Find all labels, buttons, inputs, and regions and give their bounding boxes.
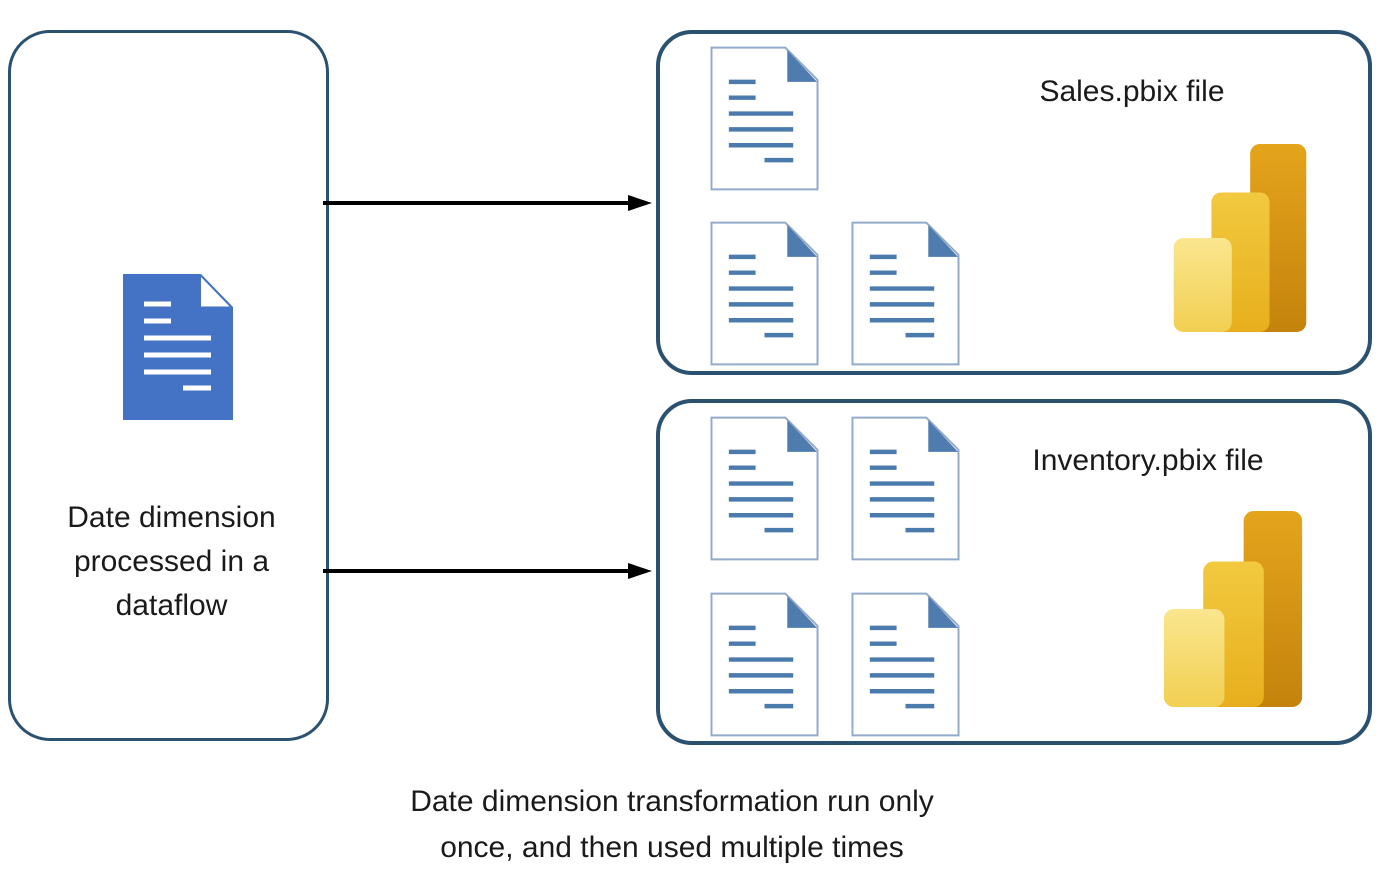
document-icon (710, 221, 819, 366)
arrow-to-inventory (323, 561, 655, 581)
dataflow-box: Date dimension processed in a dataflow (8, 30, 329, 741)
caption-line-1: Date dimension transformation run only (410, 785, 934, 818)
caption-line-2: once, and then used multiple times (440, 831, 904, 864)
sales-pbix-title: Sales.pbix file (1039, 75, 1225, 108)
document-icon (710, 592, 819, 737)
sales-pbix-box: Sales.pbix file (656, 30, 1372, 375)
document-icon (851, 221, 960, 366)
inventory-pbix-title: Inventory.pbix file (1032, 444, 1264, 477)
arrow-to-sales (323, 193, 655, 213)
dataflow-label: Date dimension processed in a dataflow (67, 501, 276, 622)
document-icon (851, 416, 960, 561)
document-filled-icon (123, 273, 233, 421)
document-icon (710, 416, 819, 561)
document-icon (851, 592, 960, 737)
power-bi-icon (1160, 511, 1306, 707)
caption: Date dimension transformation run only o… (322, 779, 1022, 871)
inventory-pbix-box: Inventory.pbix file (656, 399, 1372, 745)
power-bi-icon (1170, 144, 1310, 332)
document-icon (710, 46, 819, 191)
